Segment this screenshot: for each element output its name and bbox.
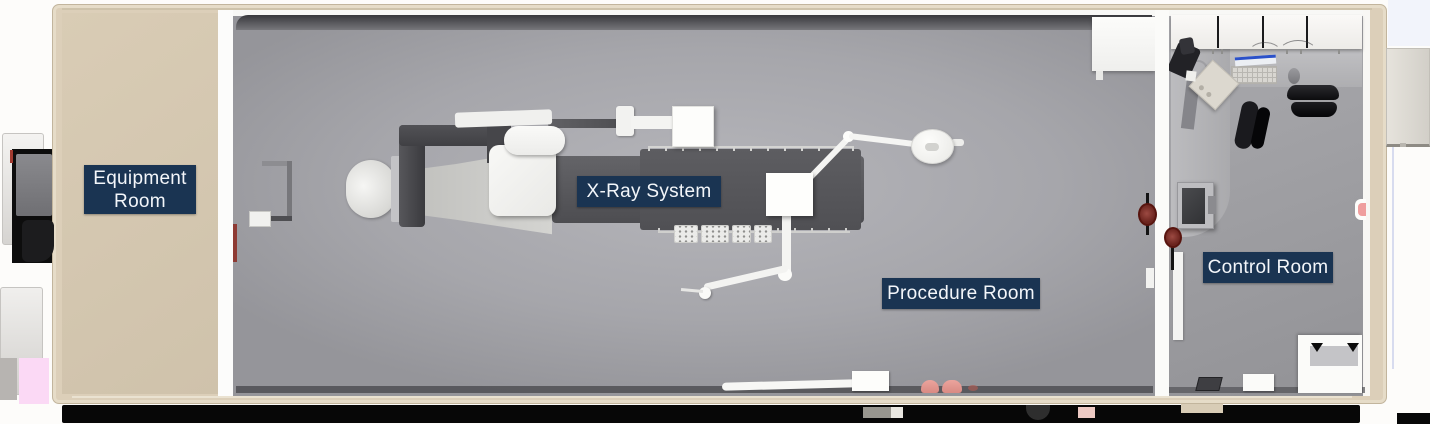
control-room-label: Control Room: [1203, 252, 1333, 283]
trailer-frame-bottom-line: [72, 396, 1352, 398]
exam-light-hub: [951, 139, 964, 146]
door-hardware-icon: [287, 161, 292, 221]
floor-storage-box: [1243, 374, 1274, 391]
wall-equipment-procedure: [218, 10, 233, 396]
xray-detector-housing: [489, 145, 556, 216]
mouse-cable: [1278, 40, 1318, 68]
door-hardware-icon: [256, 216, 292, 221]
entry-step-tread: [1310, 346, 1358, 366]
cabinet-handle: [1338, 49, 1340, 54]
undercarriage-support-foot: [1181, 404, 1223, 413]
trailer-ground-shadow: [62, 405, 1360, 423]
procedure-top-wall-line: [233, 10, 1155, 16]
undercarriage-pink-tab: [1078, 407, 1095, 418]
table-control-module: [754, 225, 772, 243]
monitor-boom-arm: [631, 116, 679, 129]
xray-detector-head: [504, 126, 565, 155]
exam-light-handle: [925, 143, 939, 151]
desk-paper: [1185, 70, 1197, 82]
table-control-module: [732, 225, 751, 243]
mouse: [1288, 68, 1300, 84]
floor-marker: [968, 385, 978, 391]
ceiling-rail: [548, 119, 626, 128]
waste-bin: [1195, 377, 1223, 391]
exterior-generator-unit: [16, 154, 52, 216]
exterior-red-marker: [10, 150, 13, 163]
partition-white-panel: [1173, 252, 1183, 340]
office-chair-back: [1291, 102, 1337, 117]
table-control-module: [674, 225, 698, 243]
undercarriage-wheel-dome: [1026, 405, 1050, 420]
trailer-ground-shadow-right: [1397, 413, 1430, 424]
equipment-room-label: Equipment Room: [84, 165, 196, 214]
cabinet-handle: [1221, 49, 1223, 54]
exterior-pink-pad: [19, 358, 49, 404]
wall-outlet: [1358, 203, 1366, 216]
door-handle-tab: [249, 211, 271, 227]
xray-tube-dome: [346, 160, 396, 218]
cabinet-divider: [1262, 16, 1264, 48]
xray-system-label: X-Ray System: [577, 176, 721, 207]
injector-console: [766, 173, 813, 216]
control-top-wall-line: [1169, 10, 1365, 16]
fire-extinguisher-icon: [1138, 203, 1157, 226]
desk-monitor-screen: [1182, 188, 1205, 224]
keyboard: [1231, 66, 1277, 84]
cabinet-handle: [1212, 49, 1214, 54]
monitor-boom-post: [616, 106, 634, 136]
exam-light-arm-elbow: [843, 131, 854, 142]
procedure-cabinet-handle: [1096, 71, 1103, 80]
injector-arm-vertical: [782, 214, 791, 274]
exterior-cable-bundle: [22, 220, 54, 262]
keyboard-cable: [1248, 42, 1282, 66]
door-hardware-icon: [262, 161, 292, 166]
wall-procedure-control: [1155, 10, 1169, 396]
console-button: [1205, 90, 1213, 99]
fire-extinguisher-bracket: [1171, 240, 1174, 270]
exterior-right-latch: [1400, 143, 1406, 147]
control-right-wall-line: [1363, 10, 1370, 396]
table-control-module: [701, 225, 729, 243]
ceiling-monitor: [672, 106, 714, 147]
step-corner-notch: [1311, 343, 1323, 352]
stool: [942, 380, 962, 393]
wall-bench-cabinet: [852, 371, 889, 391]
undercarriage-white-box: [891, 407, 903, 418]
exterior-gray-pad: [0, 358, 17, 400]
cabinet-divider: [1306, 16, 1308, 48]
procedure-wall-cabinet: [1092, 17, 1155, 71]
cabinet-divider: [1217, 16, 1219, 48]
procedure-bottom-wall-band: [236, 386, 1153, 393]
procedure-wall-red-strip: [233, 224, 237, 262]
exterior-entry-panel-right: [1386, 48, 1430, 147]
desk-phone-handset: [1178, 36, 1196, 56]
exterior-background-tint: [1388, 0, 1430, 46]
fire-extinguisher-icon: [1164, 227, 1182, 248]
procedure-top-wall-band: [236, 15, 1152, 30]
stool: [921, 380, 939, 393]
table-accessory-rail-top: [648, 146, 854, 151]
partition-wall-tab: [1146, 268, 1154, 288]
trailer-frame-top-line: [62, 8, 1372, 10]
undercarriage-gray-box: [863, 407, 891, 418]
office-chair: [1287, 85, 1339, 100]
exterior-right-guide-line: [1392, 147, 1394, 369]
step-corner-notch: [1347, 343, 1359, 352]
procedure-room-label: Procedure Room: [882, 278, 1040, 309]
c-arm-support-horizontal: [399, 125, 511, 146]
console-button: [1197, 84, 1205, 92]
desk-monitor-stand: [1208, 196, 1216, 214]
